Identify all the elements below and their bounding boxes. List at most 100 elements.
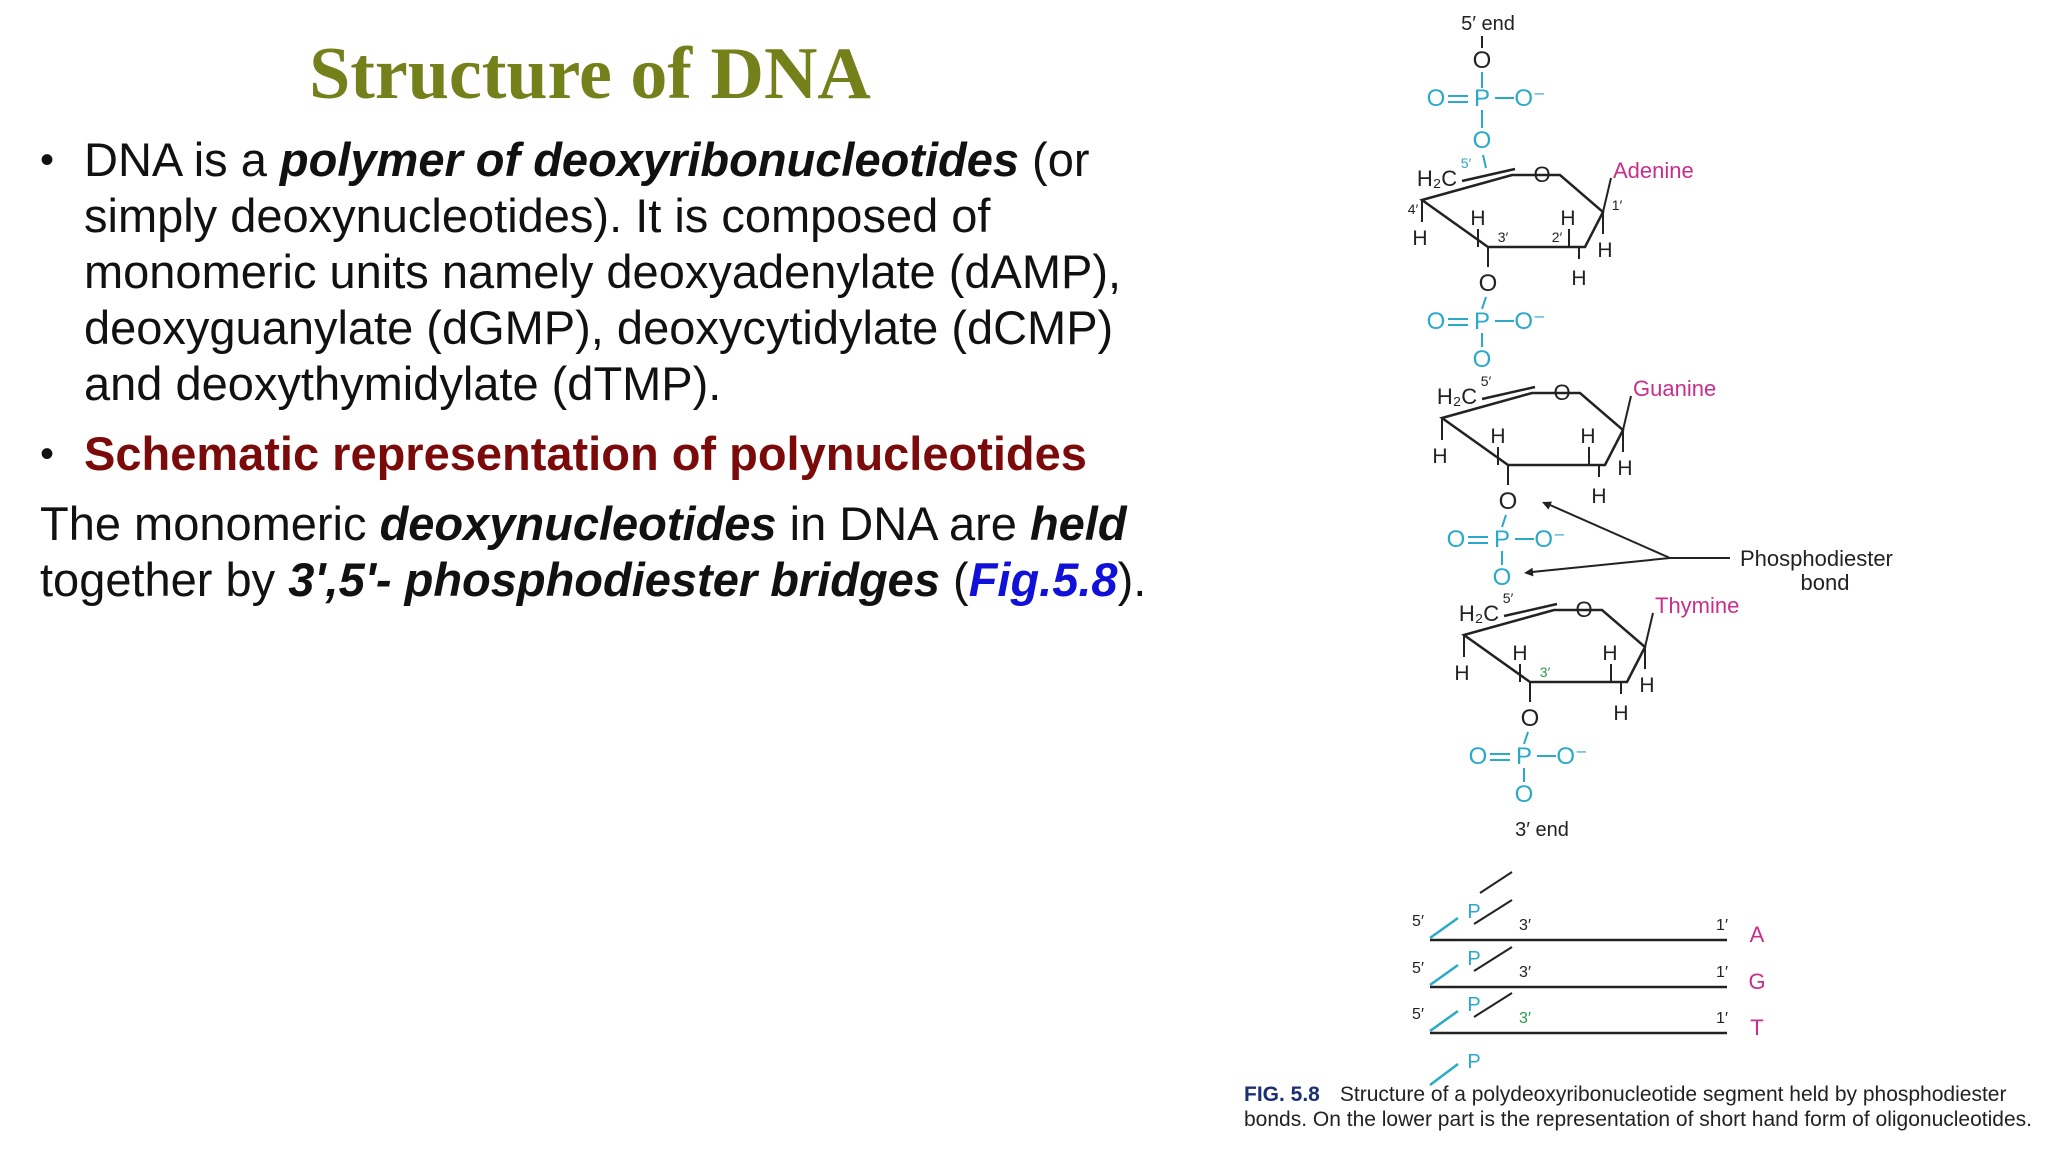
fig-reference-link[interactable]: Fig.5.8 xyxy=(968,553,1118,606)
five-prime-end-label: 5′ end xyxy=(1461,13,1515,35)
bullet-schematic: • Schematic representation of polynucleot… xyxy=(40,426,1160,482)
prime1-label-adenine: 1′ xyxy=(1612,197,1623,213)
phosphate-oxygen-minus-p0: O⁻ xyxy=(1514,85,1545,112)
para-t3: in DNA are xyxy=(776,497,1030,550)
c5-bond-adenine xyxy=(1461,167,1516,183)
hydrogen-label: H xyxy=(1597,239,1612,262)
h2c-label-thymine: H₂C xyxy=(1459,601,1499,626)
hydrogen-label: H xyxy=(1560,207,1575,230)
phosphate-oxygen-label: O xyxy=(1473,127,1492,154)
phosphorus-label-p1: P xyxy=(1474,308,1490,335)
phosphodiester-arrow-head xyxy=(1524,567,1534,577)
prime5-label-adenine: 5′ xyxy=(1461,155,1472,171)
phosphate-oxygen-label: O xyxy=(1473,346,1492,373)
paragraph-bridges: The monomeric deoxynucleotides in DNA ar… xyxy=(40,496,1160,608)
bond-line xyxy=(1481,296,1487,310)
hydrogen-label: H xyxy=(1412,227,1427,250)
hydrogen-label: H xyxy=(1591,485,1606,508)
phosphodiester-arrow-head xyxy=(1542,501,1552,510)
shorthand-phosphorus: P xyxy=(1467,901,1480,923)
hydrogen-label: H xyxy=(1512,642,1527,665)
shorthand-phosphorus: P xyxy=(1467,1051,1480,1073)
para-deoxynucleotides: deoxynucleotides xyxy=(379,497,777,550)
phosphate-link xyxy=(1429,1063,1459,1086)
c5-bond-thymine xyxy=(1503,602,1558,618)
prime3-label: 3′ xyxy=(1519,917,1531,934)
shorthand-base-letter: G xyxy=(1748,969,1765,994)
caption-fig-number: FIG. 5.8 xyxy=(1244,1083,1320,1106)
h2c-label-guanine: H₂C xyxy=(1437,384,1477,409)
phosphate-oxygen-minus-p2: O⁻ xyxy=(1534,526,1565,553)
phosphate-oxygen-minus-p3: O⁻ xyxy=(1556,743,1587,770)
shorthand-base-letter: T xyxy=(1750,1015,1763,1040)
oxygen-label: O xyxy=(1473,47,1492,74)
phosphodiester-bond-label: bond xyxy=(1801,570,1850,595)
bond-line xyxy=(1644,612,1654,648)
phosphate-oxygen-label: O xyxy=(1515,781,1534,808)
hydrogen-label: H xyxy=(1490,425,1505,448)
phosphate-oxygen-p3: O xyxy=(1469,743,1488,770)
prime1-label: 1′ xyxy=(1716,964,1728,981)
bond-line xyxy=(1602,177,1612,213)
ring-oxygen-adenine: O xyxy=(1533,162,1550,187)
prime5-label-thymine: 5′ xyxy=(1503,590,1514,606)
three-prime-oxygen-thymine: O xyxy=(1521,705,1540,732)
phosphate-oxygen-label: O xyxy=(1493,564,1512,591)
para-held: held xyxy=(1029,497,1127,550)
hydrogen-label: H xyxy=(1602,642,1617,665)
shorthand-phosphorus: P xyxy=(1467,994,1480,1016)
ring-oxygen-guanine: O xyxy=(1553,380,1570,405)
hydrogen-label: H xyxy=(1580,425,1595,448)
bullet1-emphasis: polymer of deoxyribonucleotides xyxy=(279,133,1019,186)
prime3-label: 3′ xyxy=(1519,1010,1531,1027)
base-label-thymine: Thymine xyxy=(1655,593,1739,618)
slide-title: Structure of DNA xyxy=(309,33,871,115)
phosphorus-label-p2: P xyxy=(1494,526,1510,553)
prime5-label: 5′ xyxy=(1412,913,1424,930)
prime4-label-adenine: 4′ xyxy=(1408,201,1419,217)
phosphodiester-bond-label: Phosphodiester xyxy=(1740,546,1893,571)
bullet-dot: • xyxy=(40,432,55,476)
hydrogen-label: H xyxy=(1639,674,1654,697)
prime3-label-adenine: 3′ xyxy=(1498,229,1509,245)
shorthand-base-letter: A xyxy=(1750,922,1765,947)
sugar-link xyxy=(1473,899,1513,925)
phosphate-link xyxy=(1429,1009,1459,1033)
prime2-label-adenine: 2′ xyxy=(1552,229,1563,245)
para-t9: ). xyxy=(1117,553,1147,606)
sugar-link xyxy=(1473,992,1513,1018)
c5-bond-guanine xyxy=(1481,385,1536,401)
bond-line xyxy=(1622,395,1632,431)
shorthand-phosphorus: P xyxy=(1467,948,1480,970)
para-t5: together by xyxy=(40,553,289,606)
three-prime-end-label: 3′ end xyxy=(1515,819,1569,841)
hydrogen-label: H xyxy=(1470,207,1485,230)
bullet2-text: Schematic representation of polynucleoti… xyxy=(84,427,1087,480)
h2c-label-adenine: H₂C xyxy=(1417,166,1457,191)
phosphorus-label-p3: P xyxy=(1516,743,1532,770)
phosphate-link xyxy=(1429,963,1459,987)
phosphate-link xyxy=(1429,916,1459,940)
sugar-link xyxy=(1473,946,1513,972)
sugar-link xyxy=(1479,871,1513,894)
bond-line xyxy=(1523,731,1529,745)
base-label-adenine: Adenine xyxy=(1613,158,1694,183)
para-bridges: 3',5'- phosphodiester bridges xyxy=(288,553,940,606)
prime5-label: 5′ xyxy=(1412,1006,1424,1023)
base-label-guanine: Guanine xyxy=(1633,376,1716,401)
bullet-dot: • xyxy=(40,138,55,182)
hydrogen-label: H xyxy=(1432,445,1447,468)
slide-text: • DNA is a polymer of deoxyribonucleotide… xyxy=(40,132,1160,608)
para-t7: ( xyxy=(939,553,969,606)
hydrogen-label: H xyxy=(1454,662,1469,685)
prime5-label: 5′ xyxy=(1412,960,1424,977)
phosphorus-label-p0: P xyxy=(1474,85,1490,112)
bond-line xyxy=(1501,514,1507,528)
bond-line xyxy=(1482,154,1487,169)
prime1-label: 1′ xyxy=(1716,917,1728,934)
caption-text: Structure of a polydeoxyribonucleotide s… xyxy=(1244,1083,2032,1131)
ring-oxygen-thymine: O xyxy=(1575,597,1592,622)
bullet1-intro: DNA is a xyxy=(84,133,280,186)
phosphate-oxygen-p1: O xyxy=(1427,308,1446,335)
